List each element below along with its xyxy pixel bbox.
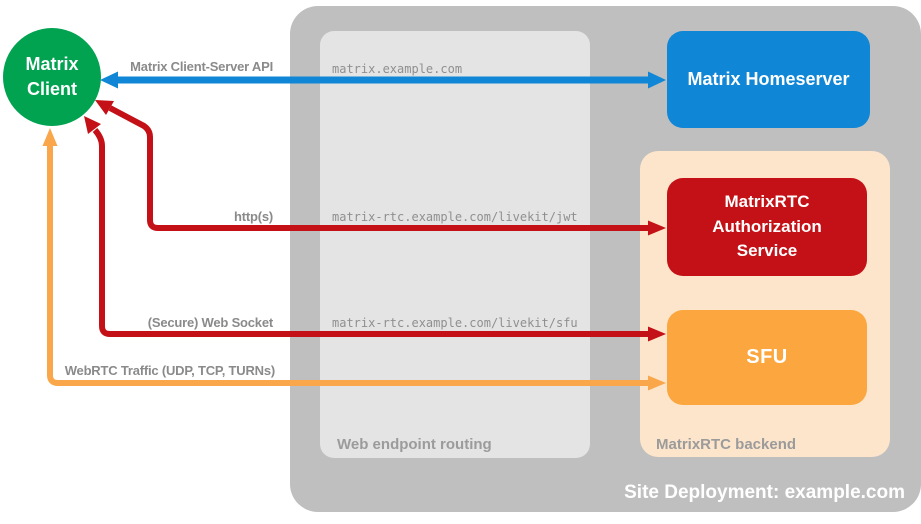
matrixrtc-backend-caption: MatrixRTC backend <box>656 436 797 453</box>
matrix-homeserver-label: Matrix Homeserver <box>687 69 850 89</box>
web-endpoint-routing-container <box>320 31 590 458</box>
matrixrtc-authorization-service-label: MatrixRTC Authorization Service <box>712 192 822 261</box>
https-arrowhead-left <box>95 100 114 115</box>
webrtc-arrowhead-top <box>42 128 58 146</box>
endpoint-livekit-sfu: matrix-rtc.example.com/livekit/sfu <box>332 316 578 330</box>
matrixrtc-authorization-service-node: MatrixRTC Authorization Service <box>667 178 867 276</box>
endpoint-livekit-jwt: matrix-rtc.example.com/livekit/jwt <box>332 210 578 224</box>
site-deployment-caption: Site Deployment: example.com <box>624 482 905 503</box>
sfu-node: SFU <box>667 310 867 405</box>
web-endpoint-routing-caption: Web endpoint routing <box>337 436 492 453</box>
matrix-homeserver-node: Matrix Homeserver <box>667 31 870 128</box>
client-server-api-arrowhead-left <box>100 71 118 89</box>
sfu-label: SFU <box>746 346 788 368</box>
matrix-client-node: Matrix Client <box>3 28 101 126</box>
websocket-arrowhead-left <box>84 116 101 134</box>
https-arrow-label: http(s) <box>233 209 273 224</box>
endpoint-matrix-example-com: matrix.example.com <box>332 62 463 76</box>
matrix-client-label: Matrix Client <box>25 53 79 99</box>
webrtc-arrow-label: WebRTC Traffic (UDP, TCP, TURNs) <box>64 363 275 378</box>
client-server-api-arrow-label: Matrix Client-Server API <box>130 59 273 74</box>
websocket-arrow-label: (Secure) Web Socket <box>147 315 273 330</box>
